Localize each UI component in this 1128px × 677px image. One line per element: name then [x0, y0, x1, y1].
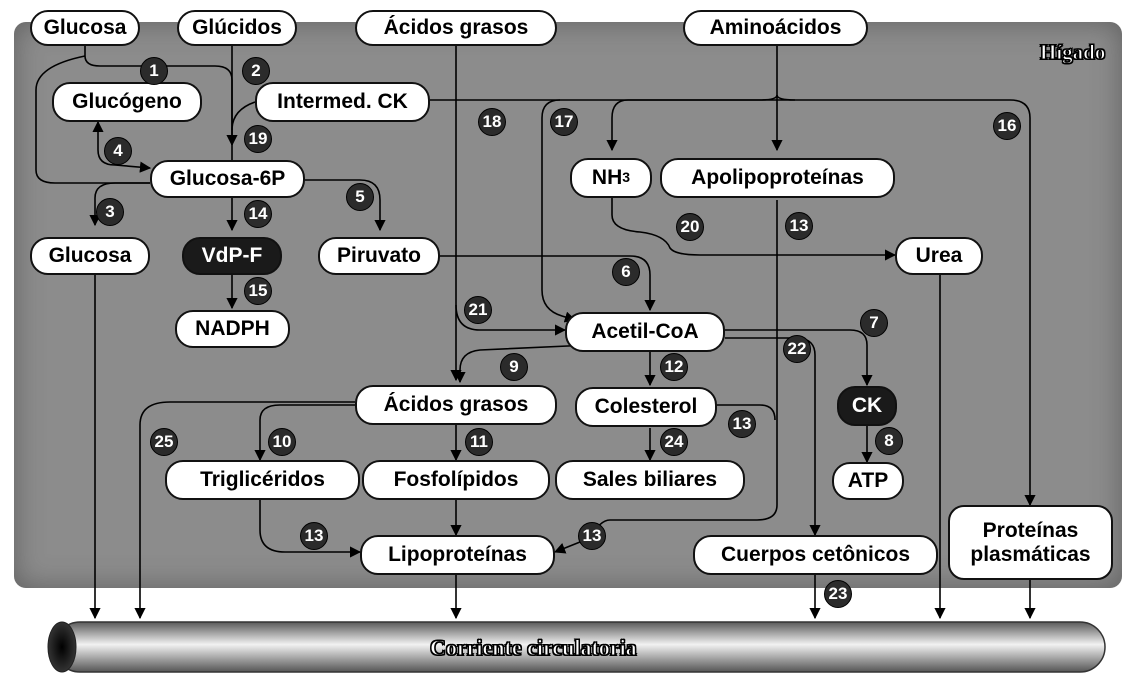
edge-13-col — [715, 404, 776, 421]
edge-9 — [454, 344, 591, 384]
step-badge: 19 — [244, 125, 272, 153]
step-badge: 3 — [96, 198, 124, 226]
step-badge: 21 — [464, 296, 492, 324]
step-badge: 1 — [140, 57, 168, 85]
step-badge: 17 — [550, 108, 578, 136]
step-badge: 6 — [612, 258, 640, 286]
step-badge: 23 — [824, 580, 852, 608]
node-aminoacidos: Aminoácidos — [683, 10, 868, 46]
step-badge: 12 — [660, 353, 688, 381]
node-intermed-ck: Intermed. CK — [255, 82, 430, 122]
edge-20 — [611, 195, 897, 261]
node-lipoproteinas: Lipoproteínas — [360, 535, 555, 575]
step-badge: 25 — [150, 428, 178, 456]
step-badge: 4 — [104, 137, 132, 165]
step-badge: 9 — [500, 353, 528, 381]
node-urea: Urea — [895, 237, 983, 275]
step-badge: 2 — [242, 57, 270, 85]
edge-3 — [35, 55, 150, 184]
node-glucidos: Glúcidos — [177, 10, 297, 46]
edge-17 — [606, 45, 778, 152]
node-glucosa-mid: Glucosa — [30, 237, 150, 275]
edge-16 — [430, 99, 1036, 507]
node-acidos-grasos-mid: Ácidos grasos — [355, 385, 557, 425]
node-glucogeno: Glucógeno — [52, 82, 202, 122]
edge-7 — [725, 329, 873, 387]
node-acetil-coa: Acetil-CoA — [565, 312, 725, 352]
nh3-label: NH — [591, 166, 623, 190]
step-badge: 7 — [860, 309, 888, 337]
edge-5 — [305, 179, 386, 232]
node-nadph: NADPH — [175, 310, 290, 348]
step-badge: 18 — [478, 108, 506, 136]
step-badge: 10 — [268, 428, 296, 456]
nh3-subscript: 3 — [622, 169, 631, 186]
node-atp: ATP — [832, 462, 904, 500]
step-badge: 24 — [660, 428, 688, 456]
node-sales-biliares: Sales biliares — [555, 460, 745, 500]
circulation-vessel — [47, 621, 1106, 673]
step-badge: 22 — [783, 335, 811, 363]
step-badge: 13 — [300, 522, 328, 550]
step-badge: 20 — [676, 213, 704, 241]
node-glucosa-top: Glucosa — [30, 10, 140, 46]
step-badge: 15 — [244, 277, 272, 305]
step-badge: 5 — [346, 183, 374, 211]
step-badge: 11 — [465, 428, 493, 456]
node-colesterol: Colesterol — [575, 387, 717, 427]
edge-21 — [455, 304, 567, 336]
node-vdp-f: VdP-F — [182, 237, 282, 275]
step-badge: 13 — [785, 212, 813, 240]
node-cuerpos-cetonicos: Cuerpos cetônicos — [693, 535, 938, 575]
step-badge: 13 — [728, 410, 756, 438]
edge-6 — [440, 255, 656, 312]
node-trigliceridos: Triglicéridos — [165, 460, 360, 500]
edge-19 — [231, 101, 256, 131]
step-badge: 13 — [578, 522, 606, 550]
node-ck: CK — [837, 386, 897, 426]
edge-4 — [92, 120, 152, 173]
node-proteinas-plasmaticas: Proteínas plasmáticas — [948, 505, 1113, 580]
step-badge: 14 — [244, 200, 272, 228]
circulation-label: Corriente circulatoria — [430, 635, 638, 661]
edge-10 — [254, 404, 355, 462]
node-piruvato: Piruvato — [318, 237, 440, 275]
node-glucosa-6p: Glucosa-6P — [150, 160, 305, 198]
node-fosfolipidos: Fosfolípidos — [362, 460, 550, 500]
step-badge: 16 — [993, 112, 1021, 140]
node-acidos-grasos-top: Ácidos grasos — [355, 10, 557, 46]
edge-25 — [134, 401, 355, 620]
liver-label: Hígado — [1039, 40, 1106, 65]
node-apolipoproteinas: Apolipoproteínas — [660, 158, 895, 198]
edge-13-tri — [259, 500, 362, 558]
step-badge: 8 — [875, 427, 903, 455]
